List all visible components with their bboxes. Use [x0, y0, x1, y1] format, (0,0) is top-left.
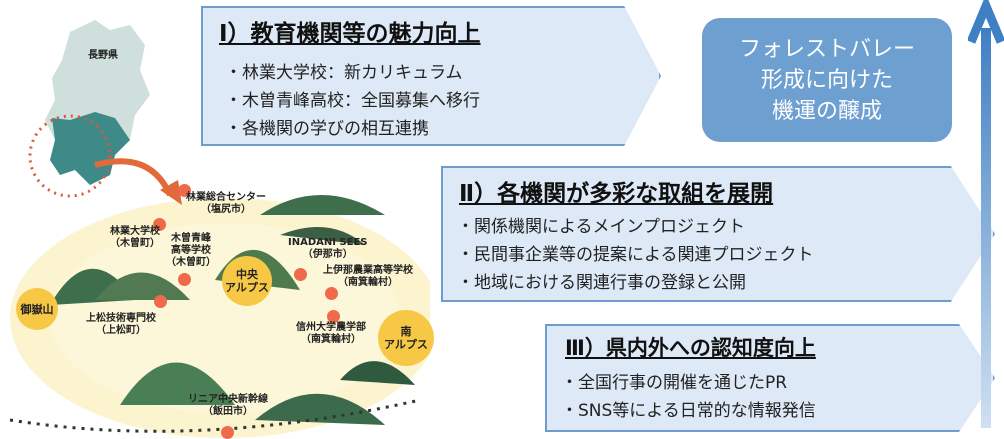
place-label-ringyo-college: 林業大学校（木曽町）: [110, 226, 160, 249]
mountain-3: [260, 195, 385, 215]
section-3-item: ・全国行事の開催を通じたPR: [561, 373, 788, 393]
place-dot: [178, 273, 191, 286]
mountain-8: [340, 361, 415, 385]
place-label-kamimatsu: 上松技術専門校（上松町）: [86, 313, 156, 336]
section-1-item: ・木曽青峰高校：全国募集へ移行: [225, 91, 480, 111]
ontake-label: 御嶽山: [20, 302, 54, 316]
section-2-item: ・関係機関によるメインプロジェクト: [457, 217, 745, 237]
railway-line: [9, 398, 421, 433]
place-label-kamiina: 上伊那農業高等学校（南箕輪村）: [323, 265, 413, 288]
goal-box: フォレストバレー 形成に向けた 機運の醸成: [702, 18, 952, 142]
place-label-inadani: INADANI SEES（伊那市）: [288, 237, 368, 260]
place-dot: [325, 287, 338, 300]
central-alps-label-1: 中央: [236, 268, 258, 281]
section-3-item: ・SNS等による日常的な情報発信: [561, 401, 816, 421]
place-label-kisoseiho: 木曽青峰高等学校（木曽町）: [166, 233, 216, 268]
section-1-box: Ⅰ）教育機関等の魅力向上 ・林業大学校：新カリキュラム ・木曽青峰高校：全国募集…: [201, 6, 661, 146]
place-dot: [178, 184, 191, 197]
place-dot: [153, 218, 166, 231]
upward-arrow: [968, 0, 1004, 428]
mountain-7: [255, 393, 385, 425]
place-dot: [154, 295, 167, 308]
goal-line-2: 形成に向けた: [760, 67, 893, 93]
section-2-box: Ⅱ）各機関が多彩な取組を展開 ・関係機関によるメインプロジェクト ・民間事企業等…: [441, 166, 995, 302]
place-label-shinshu: 信州大学農学部（南箕輪村）: [296, 322, 366, 345]
place-dot: [221, 426, 234, 439]
dotted-circle: [28, 114, 112, 198]
mountain-2: [95, 272, 190, 300]
curved-arrow: [94, 158, 173, 197]
goal-line-1: フォレストバレー: [738, 36, 915, 62]
section-2-heading: Ⅱ）各機関が多彩な取組を展開: [459, 181, 774, 207]
mountain-5: [280, 227, 365, 245]
place-label-linear: リニア中央新幹線（飯田市）: [188, 394, 268, 417]
south-alps-label-1: 南: [400, 325, 412, 338]
south-alps-badge: 南 アルプス: [378, 310, 434, 366]
section-2-item: ・地域における関連行事の登録と公開: [457, 273, 746, 293]
goal-line-3: 機運の醸成: [771, 98, 882, 124]
section-3-heading: Ⅲ）県内外への認知度向上: [565, 336, 816, 360]
place-dot: [327, 310, 340, 323]
place-label-ringyo-center: 林業総合センター（塩尻市）: [186, 192, 266, 215]
south-alps-label-2: アルプス: [384, 338, 428, 351]
section-1-item: ・各機関の学びの相互連携: [225, 119, 429, 139]
mountain-6: [120, 362, 235, 405]
section-1-item: ・林業大学校：新カリキュラム: [225, 63, 463, 83]
prefecture-label: 長野県: [88, 50, 118, 61]
southern-region-shape: [50, 112, 130, 185]
section-2-item: ・民間事企業等の提案による関連プロジェクト: [457, 245, 814, 265]
central-alps-label-2: アルプス: [225, 281, 269, 294]
central-alps-badge: 中央 アルプス: [222, 256, 272, 306]
section-1-heading: Ⅰ）教育機関等の魅力向上: [219, 21, 481, 47]
ontake-badge: 御嶽山: [16, 288, 58, 330]
section-3-box: Ⅲ）県内外への認知度向上 ・全国行事の開催を通じたPR ・SNS等による日常的な…: [545, 324, 995, 432]
place-dot: [294, 268, 307, 281]
